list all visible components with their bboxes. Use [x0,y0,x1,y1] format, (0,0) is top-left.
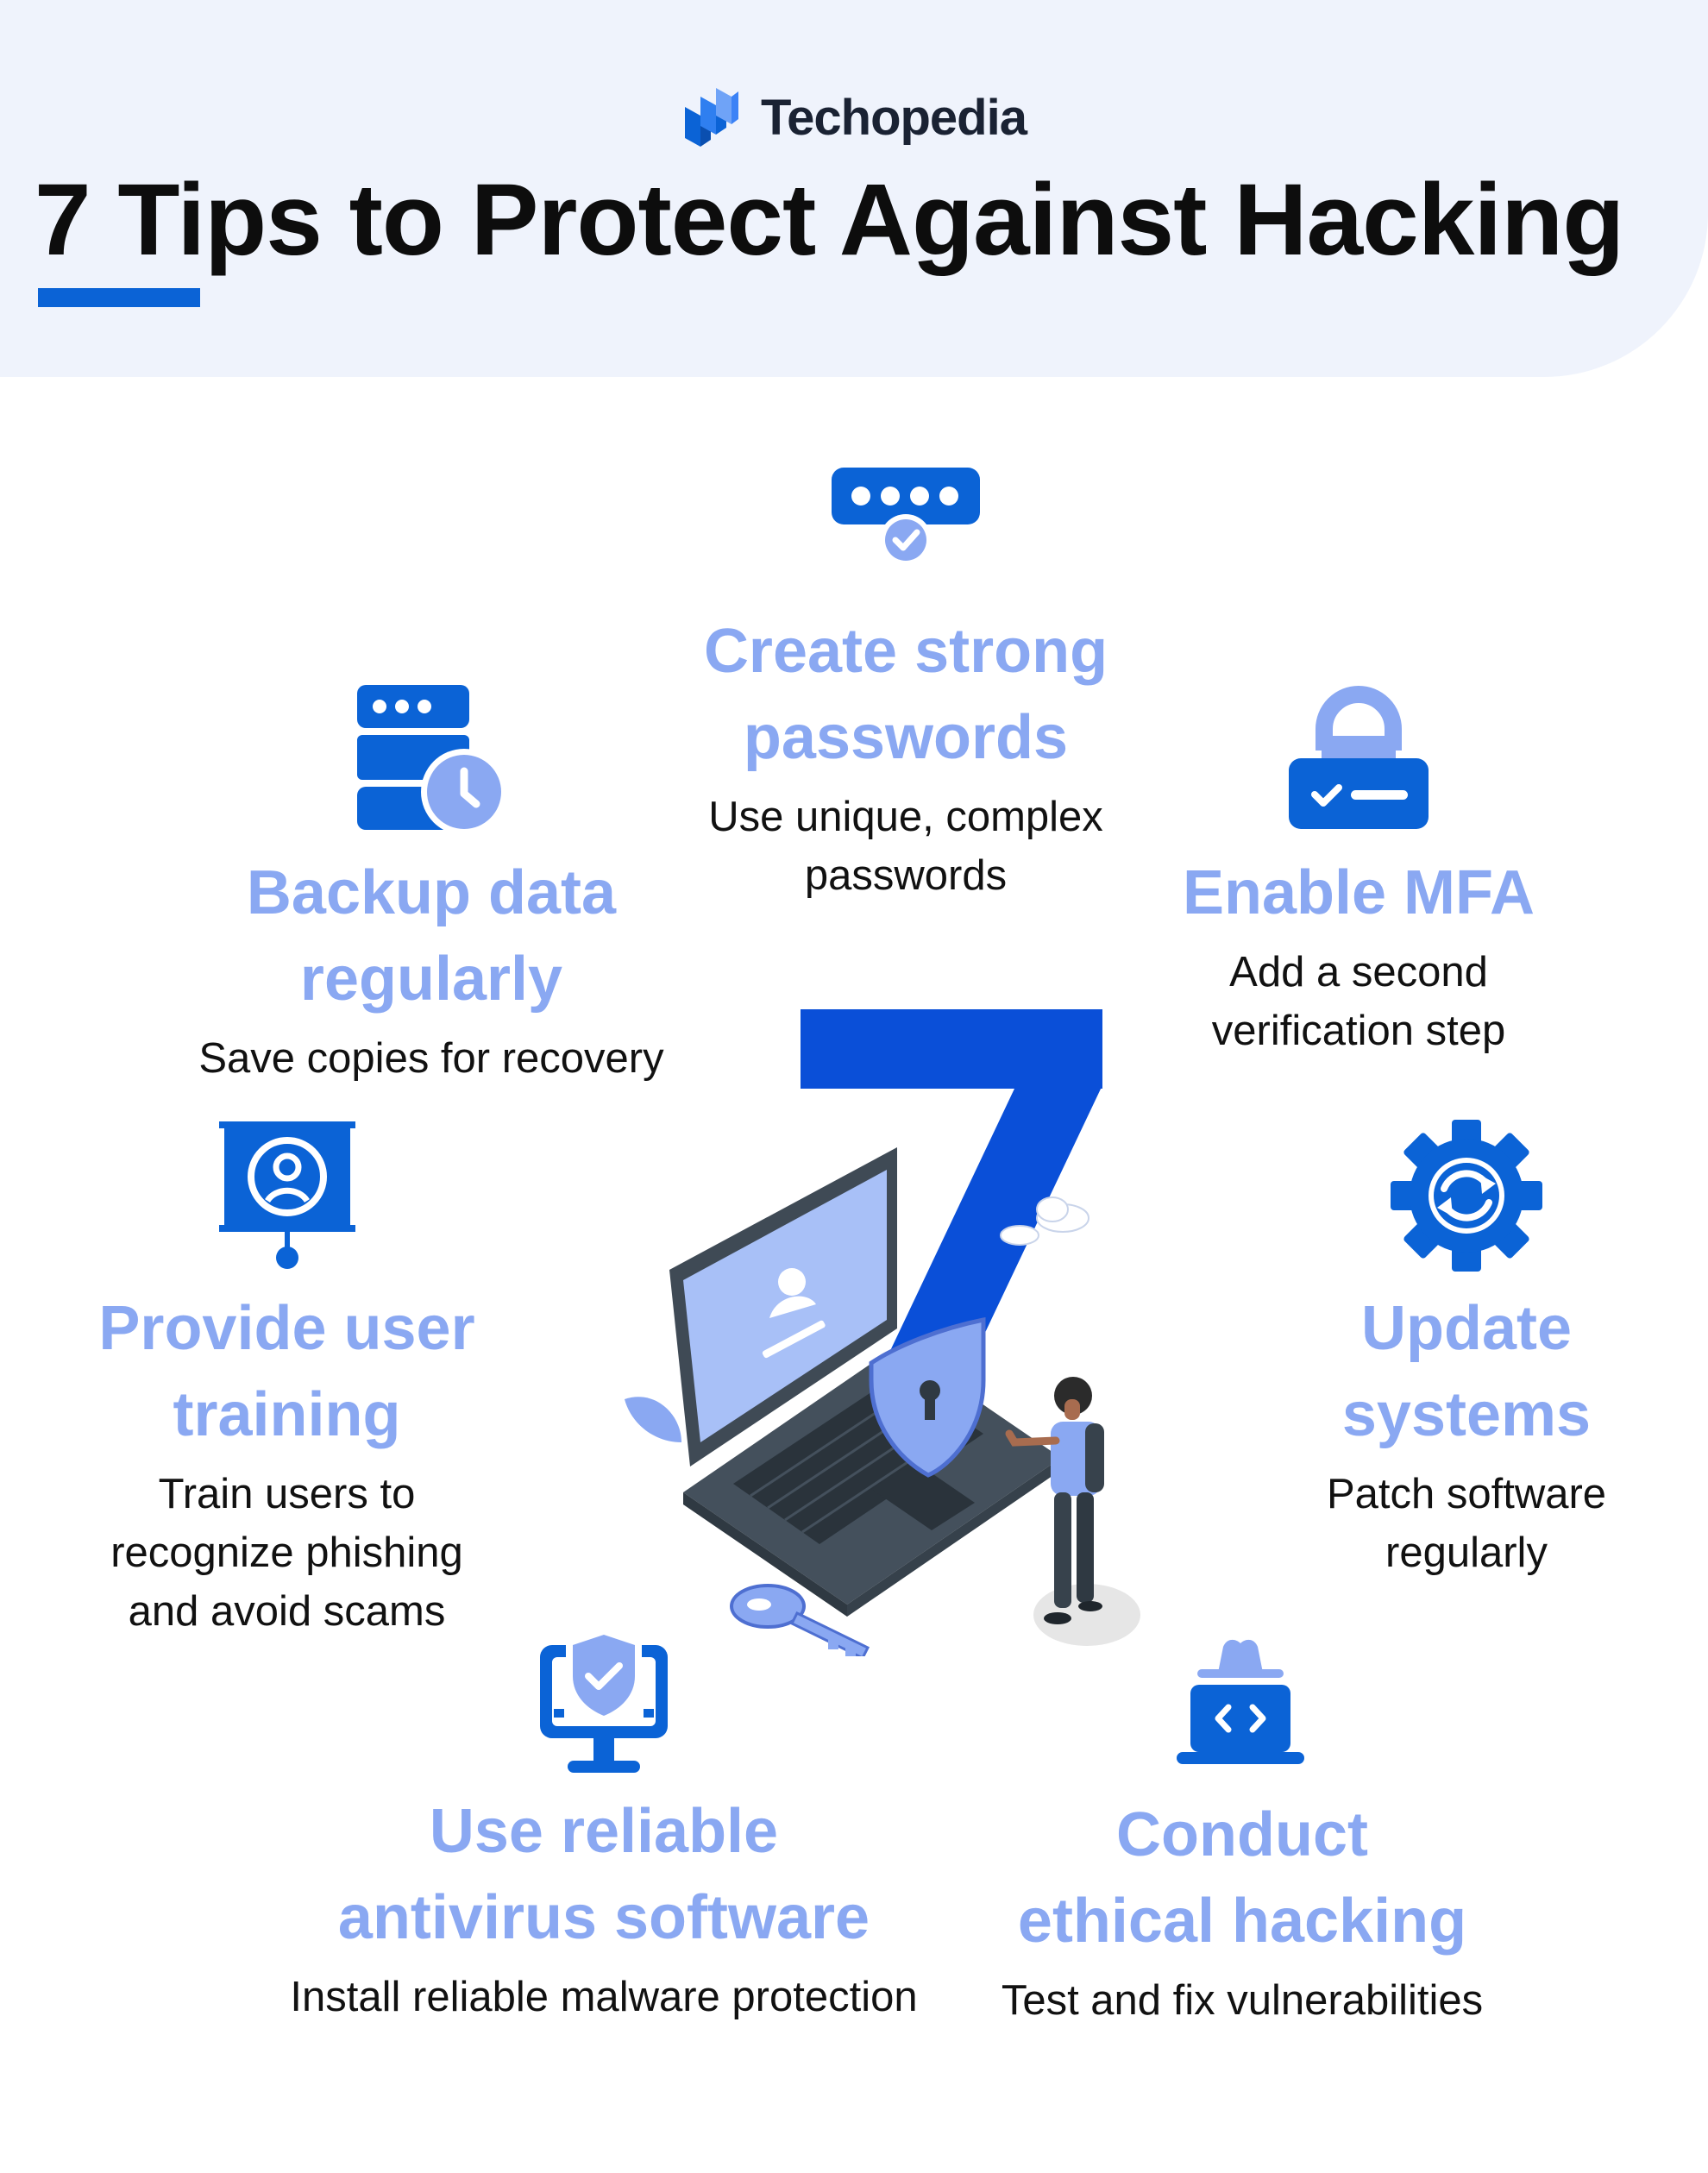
hacker-laptop-icon [1177,1639,1304,1764]
brand: Techopedia [0,83,1708,152]
techopedia-logo-icon [685,88,738,147]
page-title: 7 Tips to Protect Against Hacking [35,163,1624,277]
brand-name: Techopedia [761,89,1027,146]
hacking-protection-illustration [625,1009,1140,1656]
tip-description: Test and fix vulnerabilities [1001,1977,1484,2024]
tip-title: Enable MFA [1182,858,1535,927]
password-icon [832,468,980,566]
person-figure [1005,1377,1140,1646]
key-icon [730,1584,870,1656]
leaf-icon [625,1397,681,1442]
header-banner [0,0,1708,377]
tip-description: Install reliable malware protection [290,1974,918,2020]
cloud-icon [1000,1196,1089,1246]
backup-server-clock-icon [357,685,507,835]
tip-description: Save copies for recovery [198,1035,664,1082]
lock-icon [1289,686,1429,829]
title-underline [38,288,200,307]
gear-refresh-icon [1391,1120,1542,1272]
monitor-shield-icon [540,1628,668,1773]
presentation-user-icon [219,1121,355,1269]
